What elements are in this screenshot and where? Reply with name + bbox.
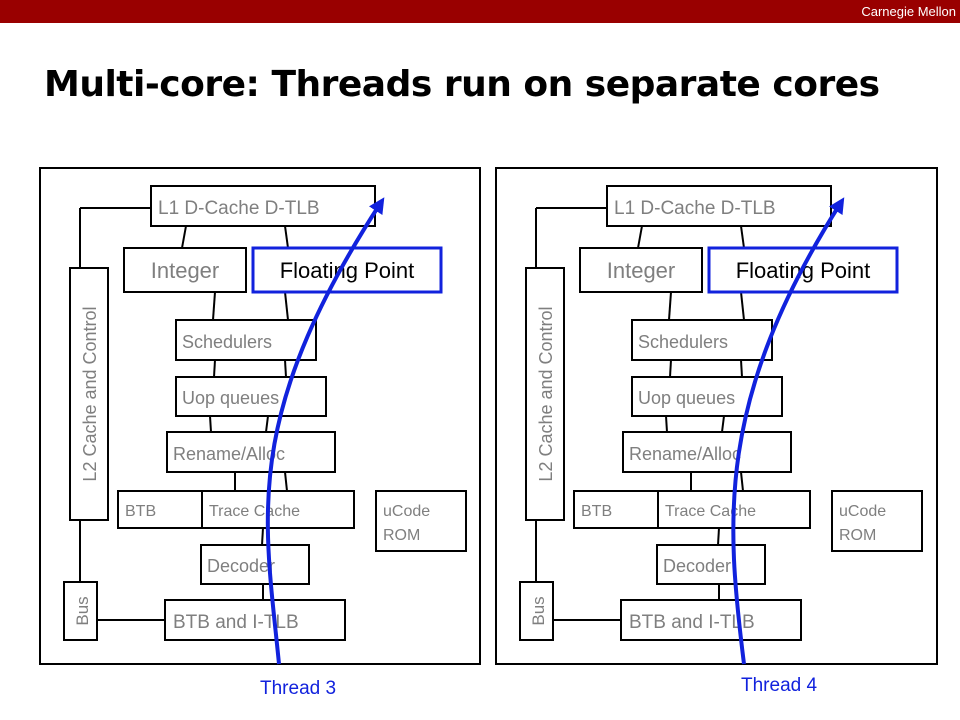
ucode-rom-box bbox=[375, 490, 467, 552]
btb-itlb-box bbox=[620, 599, 802, 641]
floating-point-label: Floating Point bbox=[280, 258, 415, 283]
header-bar: Carnegie Mellon bbox=[0, 0, 960, 23]
bus-box bbox=[519, 581, 554, 641]
bus-label: Bus bbox=[529, 596, 548, 625]
rename-alloc-label: Rename/Alloc bbox=[629, 444, 741, 464]
l2-cache-box bbox=[69, 267, 109, 521]
uop-queues-label: Uop queues bbox=[182, 388, 279, 408]
ucode-label-line1: uCode bbox=[839, 503, 886, 520]
l2-cache-box bbox=[525, 267, 565, 521]
btb-itlb-box bbox=[164, 599, 346, 641]
rename-alloc-box bbox=[166, 431, 336, 473]
integer-unit-box bbox=[579, 247, 703, 293]
core-1-connectors bbox=[79, 207, 289, 621]
schedulers-box bbox=[631, 319, 773, 361]
l1-dcache-label: L1 D-Cache D-TLB bbox=[158, 198, 320, 219]
ucode-label-line2: ROM bbox=[383, 527, 420, 544]
l2-cache-label: L2 Cache and Control bbox=[80, 306, 100, 481]
thread-label: Thread 4 bbox=[741, 675, 817, 696]
decoder-box bbox=[200, 544, 310, 585]
decoder-label: Decoder bbox=[207, 556, 275, 576]
trace-cache-box bbox=[201, 490, 355, 529]
btb-label: BTB bbox=[581, 503, 612, 520]
core-2: L1 D-Cache D-TLB Integer Floating Point … bbox=[495, 167, 938, 696]
l1-dcache-label: L1 D-Cache D-TLB bbox=[614, 198, 776, 219]
brand-label: Carnegie Mellon bbox=[861, 4, 956, 19]
core-2-connectors bbox=[535, 207, 745, 621]
schedulers-label: Schedulers bbox=[638, 332, 728, 352]
ucode-rom-box bbox=[831, 490, 923, 552]
bus-label: Bus bbox=[73, 596, 92, 625]
thread-label: Thread 3 bbox=[260, 678, 336, 699]
uop-queues-box bbox=[175, 376, 327, 417]
thread-arrow bbox=[731, 197, 845, 665]
trace-cache-label: Trace Cache bbox=[209, 503, 300, 520]
integer-unit-label: Integer bbox=[607, 258, 676, 283]
thread-arrow bbox=[265, 197, 385, 665]
slide-title: Multi-core: Threads run on separate core… bbox=[44, 64, 880, 105]
ucode-label-line1: uCode bbox=[383, 503, 430, 520]
decoder-label: Decoder bbox=[663, 556, 731, 576]
btb-label: BTB bbox=[125, 503, 156, 520]
uop-queues-label: Uop queues bbox=[638, 388, 735, 408]
integer-unit-label: Integer bbox=[151, 258, 220, 283]
btb-itlb-label: BTB and I-TLB bbox=[173, 612, 299, 633]
trace-cache-label: Trace Cache bbox=[665, 503, 756, 520]
core-1-frame bbox=[39, 167, 481, 665]
schedulers-label: Schedulers bbox=[182, 332, 272, 352]
btb-itlb-label: BTB and I-TLB bbox=[629, 612, 755, 633]
decoder-box bbox=[656, 544, 766, 585]
rename-alloc-label: Rename/Alloc bbox=[173, 444, 285, 464]
uop-queues-box bbox=[631, 376, 783, 417]
schedulers-box bbox=[175, 319, 317, 361]
l2-cache-label: L2 Cache and Control bbox=[536, 306, 556, 481]
l1-dcache-box bbox=[606, 185, 832, 227]
rename-alloc-box bbox=[622, 431, 792, 473]
ucode-label-line2: ROM bbox=[839, 527, 876, 544]
bus-box bbox=[63, 581, 98, 641]
integer-unit-box bbox=[123, 247, 247, 293]
l1-dcache-box bbox=[150, 185, 376, 227]
core-1: L1 D-Cache D-TLB Integer Floating Point … bbox=[39, 167, 481, 699]
core-2-frame bbox=[495, 167, 938, 665]
